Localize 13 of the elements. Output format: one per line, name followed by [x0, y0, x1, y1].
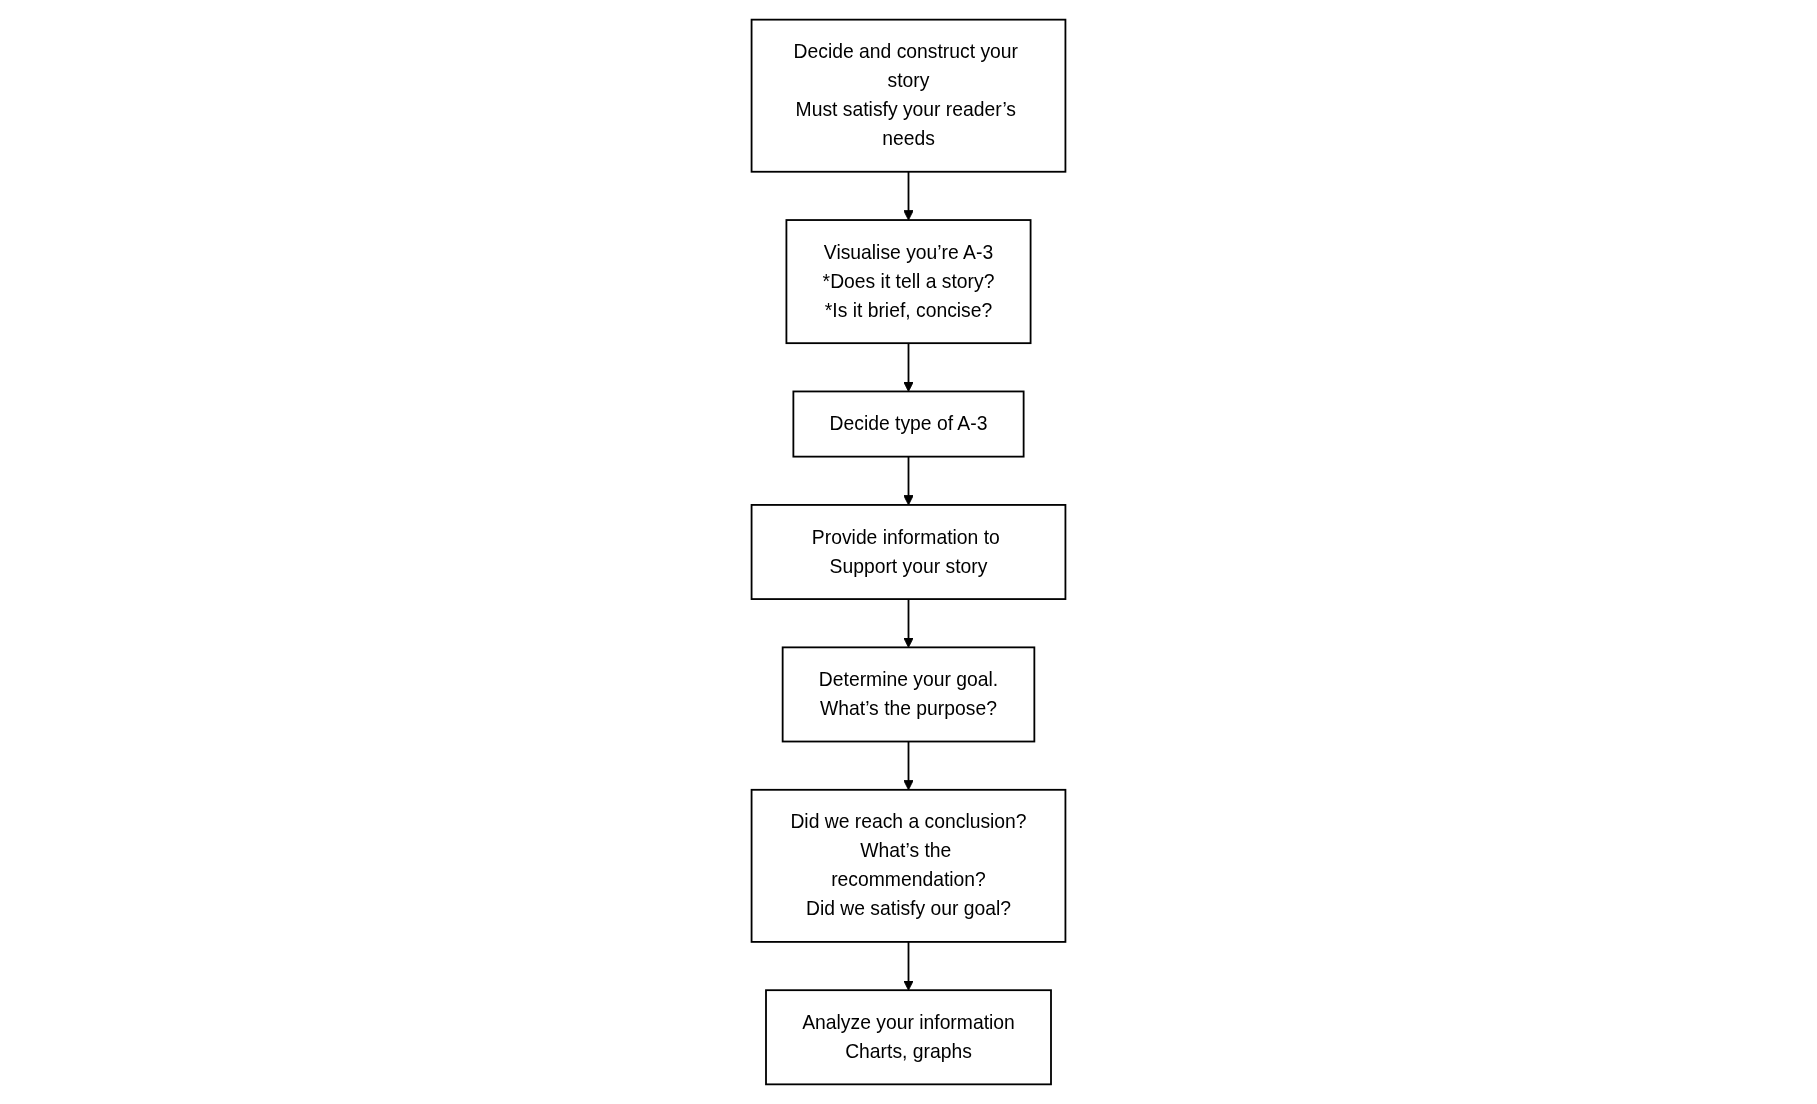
- node-box: Provide information to Support your story: [750, 504, 1067, 600]
- arrow: [903, 170, 914, 221]
- node-box: Decide and construct your story Must satisfy your reader’s needs: [750, 18, 1067, 173]
- node-box: Determine your goal. What’s the purpose?: [781, 646, 1036, 743]
- arrow: [903, 455, 914, 506]
- node-box: Decide type of A-3: [792, 390, 1025, 458]
- node-box: Analyze your information Charts, graphs: [765, 989, 1052, 1086]
- arrow: [903, 598, 914, 648]
- arrow: [903, 740, 914, 791]
- arrow: [903, 941, 914, 991]
- node-box: Visualise you’re A-3 *Does it tell a story? *Is it brief, concise?: [785, 219, 1032, 345]
- node-box: Did we reach a conclusion? What’s the recommendation? Did we satisfy our goal?: [750, 788, 1067, 943]
- arrow: [903, 342, 914, 392]
